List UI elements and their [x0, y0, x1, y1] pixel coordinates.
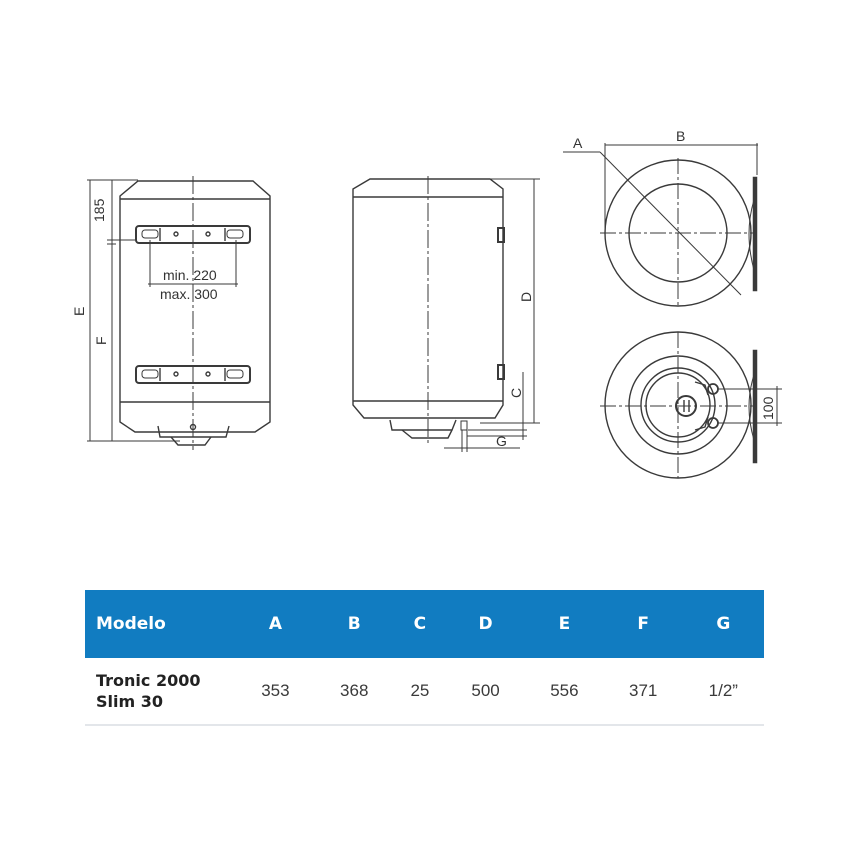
- model-name-line1: Tronic 2000: [96, 671, 201, 690]
- value-b: 368: [340, 681, 369, 700]
- col-header-a: A: [268, 614, 282, 634]
- col-header-model: Modelo: [96, 614, 166, 634]
- col-header-e: E: [558, 614, 571, 634]
- table-row: Tronic 2000 Slim 30 353 368 25 500 556 3…: [85, 658, 764, 725]
- value-g: 1/2”: [708, 681, 738, 700]
- dim-d-label: D: [518, 292, 534, 302]
- top-view: [563, 143, 758, 308]
- dim-e-label: E: [71, 307, 87, 316]
- col-header-d: D: [478, 614, 493, 634]
- value-e: 556: [550, 681, 579, 700]
- model-cell: Tronic 2000 Slim 30: [85, 658, 236, 725]
- dim-185-label: 185: [91, 198, 107, 222]
- table-header-row: Modelo A B C D E F G: [85, 590, 764, 658]
- dim-g-label: G: [496, 433, 507, 449]
- bracket-max-label: max. 300: [160, 286, 218, 302]
- dim-a-label: A: [573, 135, 583, 151]
- col-header-c: C: [413, 614, 427, 634]
- dim-f-label: F: [93, 336, 109, 345]
- bottom-view: [600, 331, 782, 479]
- value-c: 25: [410, 681, 430, 700]
- dim-c-label: C: [508, 388, 524, 398]
- front-view: [87, 176, 271, 450]
- value-f: 371: [629, 681, 658, 700]
- dim-100-label: 100: [760, 396, 776, 420]
- dim-b-label: B: [676, 128, 685, 144]
- dimension-drawing-svg: 185 E F min. 220 max. 300 D C G A B 100: [71, 128, 782, 479]
- dimensions-table: Modelo A B C D E F G Tronic 2000 Slim 30…: [85, 590, 764, 726]
- bracket-min-label: min. 220: [163, 267, 217, 283]
- model-name-line2: Slim 30: [96, 692, 163, 711]
- side-view: [352, 176, 540, 452]
- value-a: 353: [261, 681, 290, 700]
- col-header-f: F: [637, 614, 650, 634]
- technical-drawing: 185 E F min. 220 max. 300 D C G A B 100: [71, 128, 782, 479]
- col-header-g: G: [716, 614, 731, 634]
- value-d: 500: [471, 681, 500, 700]
- col-header-b: B: [347, 614, 361, 634]
